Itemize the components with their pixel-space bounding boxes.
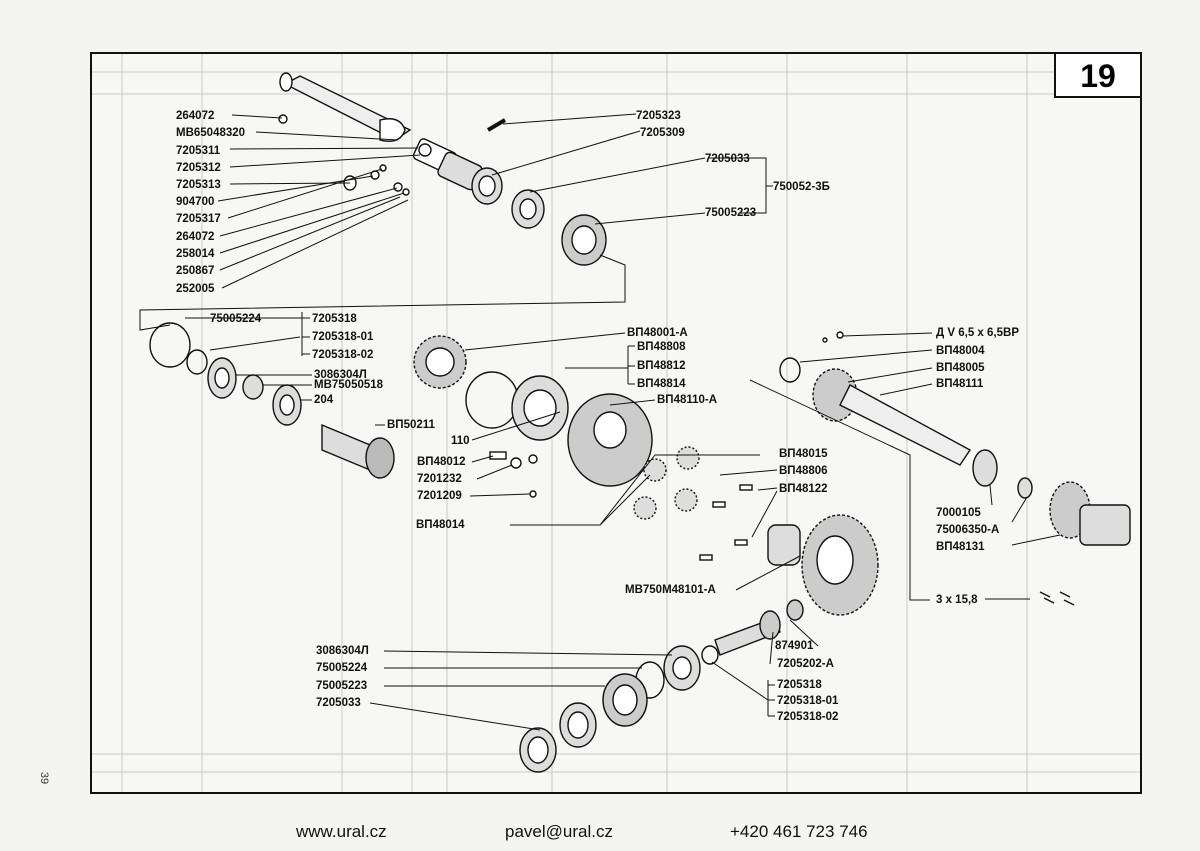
part-label: 7205318 [312, 313, 357, 325]
footer-website[interactable]: www.ural.cz [296, 822, 387, 841]
part-label: 264072 [176, 110, 215, 122]
part-label: 7205318-02 [312, 349, 374, 361]
part-label: ВП48001-А [627, 327, 688, 339]
part-label: 252005 [176, 283, 215, 295]
part-label: 264072 [176, 231, 215, 243]
part-label: 7205318-02 [777, 711, 839, 723]
spline-shaft-part [321, 423, 395, 479]
part-label: ВП48808 [637, 341, 686, 353]
part-label: 7000105 [936, 507, 981, 519]
part-label: ВП48004 [936, 345, 985, 357]
drive-shaft-part [279, 72, 412, 142]
part-label: ВП48122 [779, 483, 828, 495]
part-label: 75005223 [316, 680, 368, 692]
part-label: 75005224 [210, 313, 262, 325]
part-label: ВП48111 [936, 378, 984, 390]
part-label: 7201209 [417, 490, 462, 502]
part-label: ВП48814 [637, 378, 686, 390]
pin-set-part [1039, 591, 1075, 606]
drive-pinion-part [714, 599, 804, 656]
part-label: МВ75050518 [314, 379, 384, 391]
part-label: ВП48812 [637, 360, 686, 372]
part-label: 874901 [775, 640, 814, 652]
side-page-number: 39 [38, 771, 51, 785]
bevel-gear-part [801, 514, 879, 616]
part-label: ВП48806 [779, 465, 828, 477]
part-label: 258014 [176, 248, 215, 260]
part-label: 7205311 [176, 145, 221, 157]
differential-housing-part [567, 393, 653, 487]
output-shaft-part [779, 357, 972, 466]
part-label: 110 [451, 435, 470, 447]
part-label: 7205323 [636, 110, 681, 122]
ball-bearing-part [972, 449, 998, 487]
assembly-label: 750052-3Б [773, 181, 830, 193]
ring-gear-part [413, 335, 467, 389]
part-label: ВП48012 [417, 456, 466, 468]
footer-email[interactable]: pavel@ural.cz [505, 822, 613, 841]
spline-gear-part [1049, 481, 1131, 546]
part-label: 204 [314, 394, 334, 406]
footer-phone: +420 461 723 746 [730, 822, 868, 841]
part-label: 3086304Л [316, 645, 369, 657]
part-label: ВП50211 [387, 419, 435, 431]
part-label: 904700 [176, 196, 215, 208]
part-label: 3 x 15,8 [936, 594, 978, 606]
o-ring-part [149, 322, 191, 368]
part-label: 7205033 [316, 697, 361, 709]
part-label: ВП48005 [936, 362, 985, 374]
part-label: 7205309 [640, 127, 685, 139]
part-label: ВП48015 [779, 448, 828, 460]
part-label: ВП48131 [936, 541, 985, 553]
part-label: 7205318-01 [777, 695, 839, 707]
part-label: 75005224 [316, 662, 368, 674]
part-label: 75005223 [705, 207, 757, 219]
part-label: 7201232 [417, 473, 462, 485]
part-label: МВ750М48101-А [625, 584, 716, 596]
part-label: 3086304Л [314, 369, 367, 381]
part-label: МВ65048320 [176, 127, 246, 139]
part-label: 7205318-01 [312, 331, 374, 343]
part-label: 7205202-А [777, 658, 834, 670]
part-label: 75006350-А [936, 524, 1000, 536]
page-number: 19 [1054, 52, 1142, 98]
part-label: ВП48014 [416, 519, 465, 531]
part-label: ВП48110-А [657, 394, 718, 406]
part-label: 250867 [176, 265, 215, 277]
part-label: 7205313 [176, 179, 221, 191]
part-label: Д V 6,5 x 6,5ВР [936, 327, 1019, 339]
part-label: 7205033 [705, 153, 750, 165]
part-label: 7205318 [777, 679, 822, 691]
universal-joint-part [412, 138, 483, 191]
part-label: 7205317 [176, 213, 221, 225]
part-label: 7205312 [176, 162, 221, 174]
leader-lines [139, 113, 1061, 731]
